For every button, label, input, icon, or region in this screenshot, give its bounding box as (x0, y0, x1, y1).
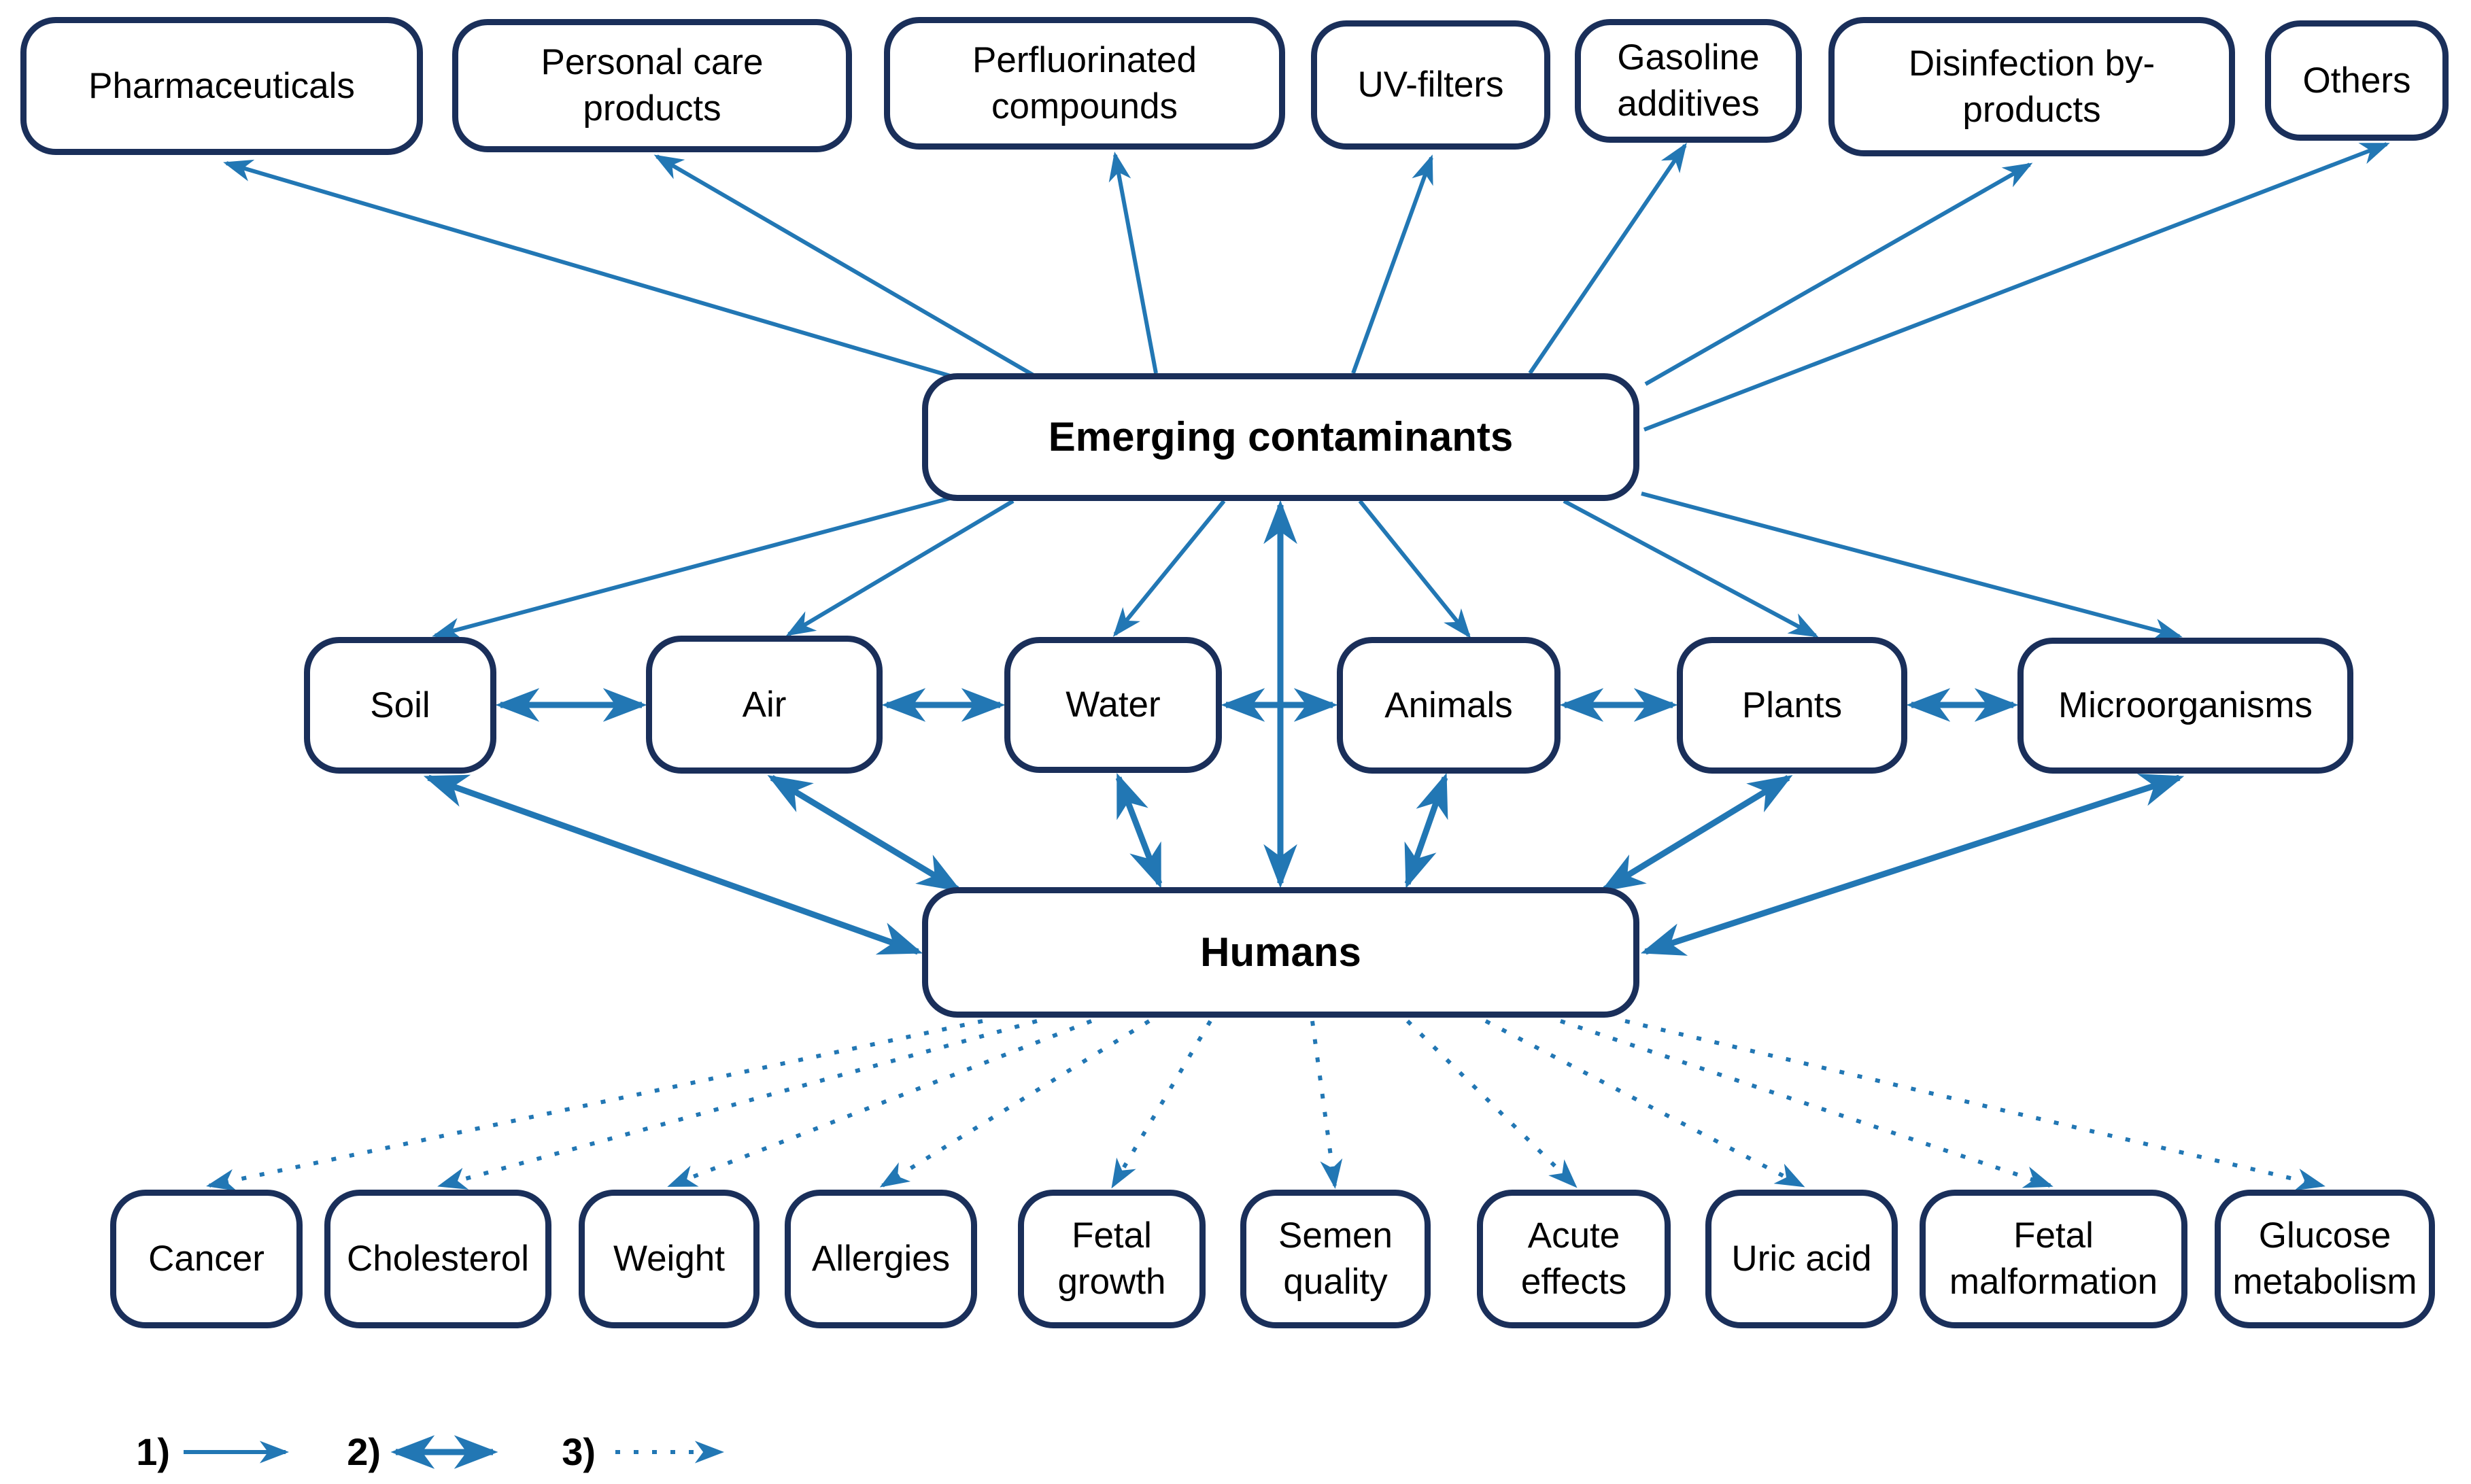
node-label: UV-filters (1357, 65, 1504, 105)
node-label: Gasoline additives (1617, 37, 1760, 124)
edge-humans-cholesterol (437, 1019, 1038, 1190)
node-uric-acid: Uric acid (1705, 1190, 1898, 1328)
edge-humans-glucose-metabolism (1624, 1019, 2325, 1191)
edge-ec-animals (1358, 500, 1471, 638)
edge-ec-personal-care (653, 154, 1035, 377)
node-label: Emerging contaminants (1048, 413, 1514, 460)
node-emerging-contaminants: Emerging contaminants (922, 373, 1639, 501)
node-microorganisms: Microorganisms (2017, 638, 2353, 774)
edge-ec-disinfection (1644, 162, 2033, 386)
node-label: Humans (1200, 929, 1361, 975)
legend-label-2: 2) (347, 1430, 381, 1473)
edge-ec-uv-filters (1351, 154, 1433, 375)
node-uv-filters: UV-filters (1311, 20, 1550, 150)
edge-ec-microorganisms (1641, 491, 2183, 641)
node-label: Animals (1384, 685, 1513, 725)
edge-ec-soil (432, 494, 958, 640)
node-disinfection-by-products: Disinfection by-products (1828, 17, 2235, 156)
edge-humans-fetal-growth (1111, 1020, 1212, 1189)
node-fetal-growth: Fetal growth (1018, 1190, 1206, 1328)
node-others: Others (2265, 20, 2449, 141)
node-personal-care: Personal care products (452, 19, 852, 152)
node-label: Fetal malformation (1949, 1215, 2158, 1302)
edge-ec-air (785, 499, 1015, 636)
edge-humans-semen-quality (1310, 1020, 1343, 1189)
node-label: Pharmaceuticals (88, 65, 355, 106)
node-label: Acute effects (1520, 1215, 1627, 1302)
node-glucose-metabolism: Glucose metabolism (2215, 1190, 2435, 1328)
node-label: Plants (1741, 685, 1843, 725)
node-gasoline-additives: Gasoline additives (1575, 19, 1802, 143)
node-label: Glucose metabolism (2232, 1215, 2417, 1302)
edge-ec-gasoline (1528, 142, 1687, 375)
node-label: Microorganisms (2058, 685, 2313, 726)
edge-humans-acute-effects (1405, 1019, 1578, 1188)
node-pharmaceuticals: Pharmaceuticals (20, 17, 423, 155)
node-water: Water (1004, 637, 1222, 773)
edge-ec-water (1112, 500, 1226, 637)
node-weight: Weight (579, 1190, 760, 1328)
node-label: Allergies (811, 1239, 951, 1279)
legend-label-3: 3) (562, 1430, 596, 1473)
node-air: Air (646, 636, 883, 774)
node-cholesterol: Cholesterol (324, 1190, 551, 1328)
edge-ec-others (1643, 142, 2390, 432)
node-label: Water (1066, 685, 1161, 725)
node-cancer: Cancer (110, 1190, 303, 1328)
edge-humans-fetal-malformation (1560, 1019, 2054, 1188)
edge-humans-cancer (206, 1019, 983, 1192)
edge-air-humans (767, 775, 962, 892)
node-animals: Animals (1337, 637, 1561, 774)
edge-ec-perfluorinated (1108, 152, 1158, 374)
node-label: Air (742, 684, 787, 725)
node-perfluorinated: Perfluorinated compounds (884, 17, 1285, 150)
node-label: Uric acid (1731, 1239, 1872, 1279)
node-plants: Plants (1677, 637, 1907, 774)
edge-microorganisms-humans (1640, 774, 2185, 956)
node-fetal-malformation: Fetal malformation (1920, 1190, 2187, 1328)
node-soil: Soil (304, 637, 496, 774)
edge-soil-humans (423, 774, 923, 955)
edge-animals-humans (1404, 772, 1448, 889)
edge-ec-pharmaceuticals (223, 159, 972, 384)
node-label: Perfluorinated compounds (972, 39, 1197, 126)
edge-humans-uric-acid (1484, 1019, 1805, 1188)
node-label: Cancer (148, 1239, 265, 1279)
edge-water-humans (1115, 772, 1163, 889)
edge-humans-allergies (879, 1019, 1151, 1188)
node-label: Fetal growth (1057, 1215, 1166, 1302)
edge-humans-weight (667, 1019, 1093, 1188)
edge-ec-plants (1563, 499, 1819, 638)
edge-plants-humans (1600, 775, 1793, 892)
node-acute-effects: Acute effects (1477, 1190, 1671, 1328)
node-semen-quality: Semen quality (1240, 1190, 1431, 1328)
node-label: Soil (370, 685, 430, 725)
node-humans: Humans (922, 887, 1639, 1018)
node-label: Disinfection by-products (1908, 43, 2155, 130)
legend-label-1: 1) (136, 1430, 170, 1473)
node-allergies: Allergies (785, 1190, 977, 1328)
node-label: Others (2302, 60, 2411, 101)
node-label: Semen quality (1278, 1215, 1393, 1302)
node-label: Weight (613, 1239, 725, 1279)
node-label: Personal care products (541, 42, 764, 128)
node-label: Cholesterol (346, 1239, 530, 1279)
